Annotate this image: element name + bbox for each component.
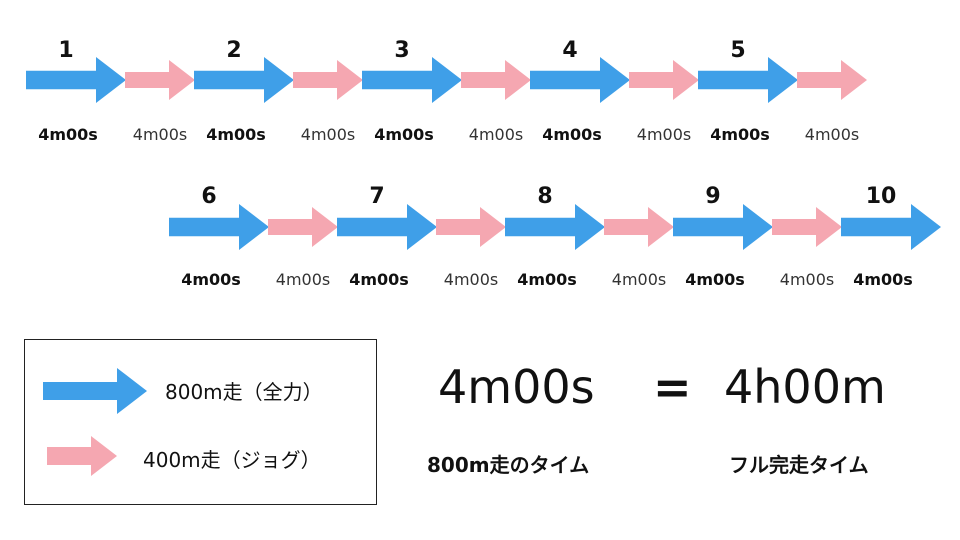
run-arrow-icon — [43, 368, 147, 414]
lap-number: 5 — [730, 38, 746, 63]
legend-run-label: 800m走（全力） — [165, 380, 323, 404]
run-arrow-icon — [26, 57, 126, 103]
jog-time-label: 4m00s — [636, 125, 692, 144]
jog-arrow-icon — [604, 207, 674, 247]
jog-arrow-icon — [125, 60, 195, 100]
run-arrow-icon — [530, 57, 630, 103]
run-time-label: 4m00s — [374, 125, 434, 144]
run-arrow-icon — [194, 57, 294, 103]
marathon-time-value: 4h00m — [724, 360, 886, 414]
legend-jog-label: 400m走（ジョグ） — [143, 448, 321, 472]
jog-time-label: 4m00s — [443, 270, 499, 289]
run-arrow-icon — [841, 204, 941, 250]
jog-arrow-icon — [629, 60, 699, 100]
equals-sign: = — [653, 360, 692, 414]
run-time-label: 4m00s — [853, 270, 913, 289]
run-arrow-icon — [505, 204, 605, 250]
run-time-label: 4m00s — [38, 125, 98, 144]
run-time-label: 4m00s — [349, 270, 409, 289]
legend: 800m走（全力） 400m走（ジョグ） — [24, 339, 377, 505]
lap-number: 3 — [394, 38, 410, 63]
lap-number: 2 — [226, 38, 242, 63]
run-arrow-icon — [673, 204, 773, 250]
jog-arrow-icon — [797, 60, 867, 100]
jog-time-label: 4m00s — [132, 125, 188, 144]
run-time-label: 4m00s — [685, 270, 745, 289]
jog-time-label: 4m00s — [804, 125, 860, 144]
jog-arrow-icon — [293, 60, 363, 100]
jog-arrow-icon — [47, 436, 117, 476]
jog-time-label: 4m00s — [779, 270, 835, 289]
lap-number: 9 — [705, 184, 721, 209]
jog-arrow-icon — [772, 207, 842, 247]
split-time-caption: 800m走のタイム — [427, 453, 590, 477]
lap-number: 10 — [865, 184, 897, 209]
run-arrow-icon — [337, 204, 437, 250]
jog-arrow-icon — [461, 60, 531, 100]
lap-number: 1 — [58, 38, 74, 63]
lap-number: 8 — [537, 184, 553, 209]
lap-number: 7 — [369, 184, 385, 209]
lap-number: 6 — [201, 184, 217, 209]
jog-time-label: 4m00s — [468, 125, 524, 144]
run-arrow-icon — [362, 57, 462, 103]
run-arrow-icon — [698, 57, 798, 103]
marathon-time-caption: フル完走タイム — [729, 453, 869, 477]
jog-time-label: 4m00s — [300, 125, 356, 144]
run-arrow-icon — [169, 204, 269, 250]
run-time-label: 4m00s — [517, 270, 577, 289]
jog-time-label: 4m00s — [611, 270, 667, 289]
jog-arrow-icon — [436, 207, 506, 247]
jog-arrow-icon — [268, 207, 338, 247]
run-time-label: 4m00s — [181, 270, 241, 289]
run-time-label: 4m00s — [710, 125, 770, 144]
lap-number: 4 — [562, 38, 578, 63]
run-time-label: 4m00s — [542, 125, 602, 144]
run-time-label: 4m00s — [206, 125, 266, 144]
jog-time-label: 4m00s — [275, 270, 331, 289]
split-time-value: 4m00s — [438, 360, 595, 414]
